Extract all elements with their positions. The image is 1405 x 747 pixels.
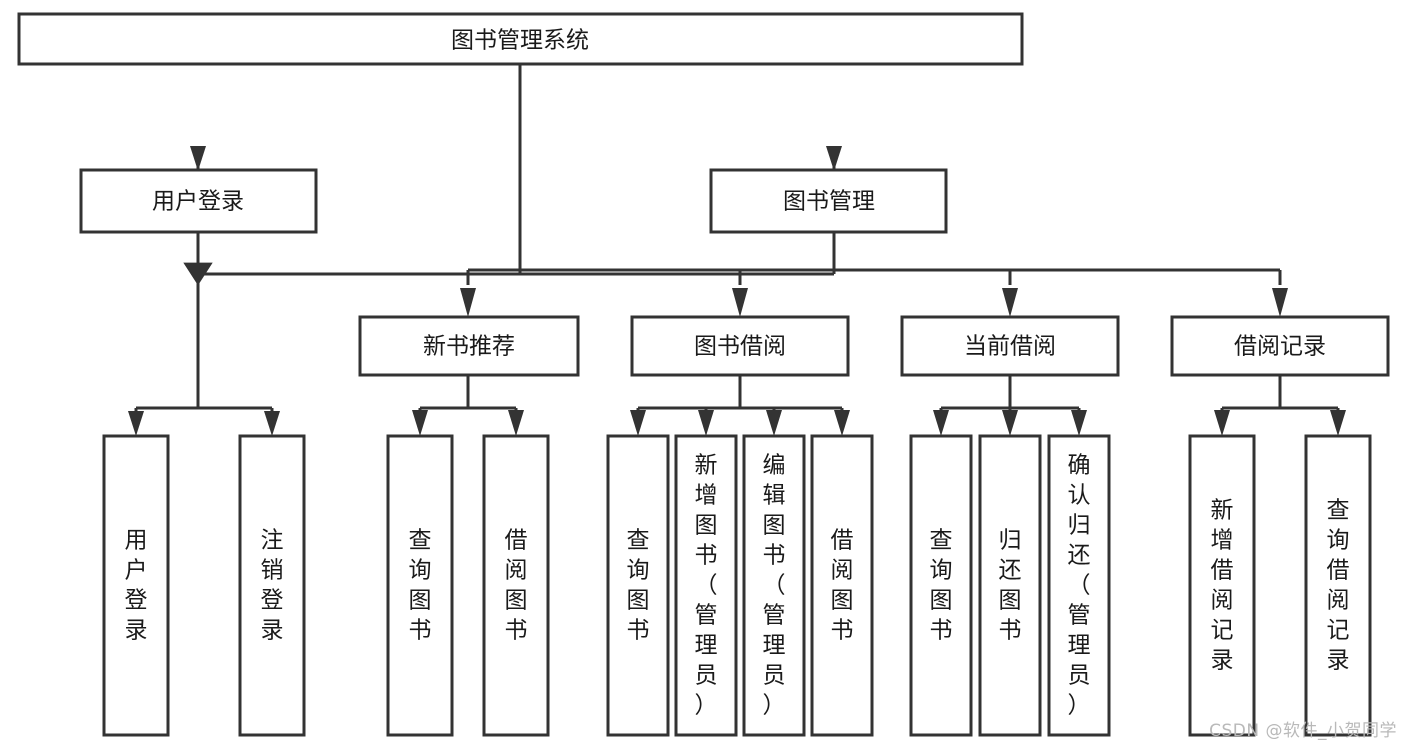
leaf-book-borrow-borrow[interactable]: 借阅图书 [810, 434, 874, 737]
leaf-current-borrow-return[interactable]: 归还图书 [978, 434, 1042, 737]
node-book-borrow[interactable]: 图书借阅 [630, 315, 850, 377]
connector-currentborrow-to-leaves [933, 375, 1087, 436]
leaf-user-login-logout[interactable]: 注销登录 [238, 434, 306, 737]
node-book-borrow-label: 图书借阅 [694, 334, 786, 360]
node-borrow-record-label: 借阅记录 [1234, 334, 1326, 360]
leaf-current-borrow-confirm-label: 确认归还（管理员） [1068, 452, 1091, 718]
node-current-borrow[interactable]: 当前借阅 [900, 315, 1120, 377]
connector-bookmgmt-to-level3 [460, 232, 1288, 317]
node-user-login[interactable]: 用户登录 [79, 168, 318, 234]
connector-newbook-to-leaves [412, 375, 524, 436]
leaf-book-borrow-edit[interactable]: 编辑图书（管理员） [742, 434, 806, 737]
node-current-borrow-label: 当前借阅 [964, 334, 1056, 360]
leaf-book-borrow-add[interactable]: 新增图书（管理员） [674, 434, 738, 737]
leaf-borrow-record-add[interactable]: 新增借阅记录 [1188, 434, 1256, 737]
leaf-book-borrow-query[interactable]: 查询图书 [606, 434, 670, 737]
connector-borrowrecord-to-leaves [1214, 375, 1346, 436]
leaf-new-book-query-label: 查询图书 [409, 527, 432, 643]
leaf-current-borrow-query[interactable]: 查询图书 [909, 434, 973, 737]
leaf-book-borrow-borrow-label: 借阅图书 [831, 527, 854, 643]
leaf-current-borrow-return-label: 归还图书 [999, 527, 1022, 643]
leaf-book-borrow-edit-label: 编辑图书（管理员） [763, 452, 786, 718]
leaf-current-borrow-query-label: 查询图书 [930, 527, 953, 643]
leaf-current-borrow-confirm[interactable]: 确认归还（管理员） [1047, 434, 1111, 737]
node-user-login-label: 用户登录 [152, 189, 244, 215]
leaf-new-book-borrow[interactable]: 借阅图书 [482, 434, 550, 737]
leaf-new-book-borrow-label: 借阅图书 [505, 527, 528, 643]
node-book-management[interactable]: 图书管理 [709, 168, 948, 234]
leaf-user-login-login-label: 用户登录 [125, 527, 148, 643]
node-new-book-recommend-label: 新书推荐 [423, 334, 515, 360]
leaf-user-login-login[interactable]: 用户登录 [102, 434, 170, 737]
connector-userlogin-to-leaves [128, 232, 280, 436]
node-new-book-recommend[interactable]: 新书推荐 [358, 315, 580, 377]
leaf-borrow-record-query[interactable]: 查询借阅记录 [1304, 434, 1372, 737]
leaf-new-book-query[interactable]: 查询图书 [386, 434, 454, 737]
leaf-book-borrow-add-label: 新增图书（管理员） [695, 452, 718, 718]
leaf-borrow-record-query-label: 查询借阅记录 [1327, 497, 1350, 673]
leaf-borrow-record-add-label: 新增借阅记录 [1211, 497, 1234, 673]
leaf-user-login-logout-label: 注销登录 [261, 527, 284, 643]
node-root[interactable]: 图书管理系统 [17, 12, 1024, 66]
connector-bookborrow-to-leaves [630, 375, 850, 436]
node-book-management-label: 图书管理 [783, 189, 875, 215]
node-root-label: 图书管理系统 [451, 28, 589, 54]
node-borrow-record[interactable]: 借阅记录 [1170, 315, 1390, 377]
leaf-book-borrow-query-label: 查询图书 [627, 527, 650, 643]
csdn-watermark: CSDN @软件_小贺同学 [1209, 721, 1397, 741]
